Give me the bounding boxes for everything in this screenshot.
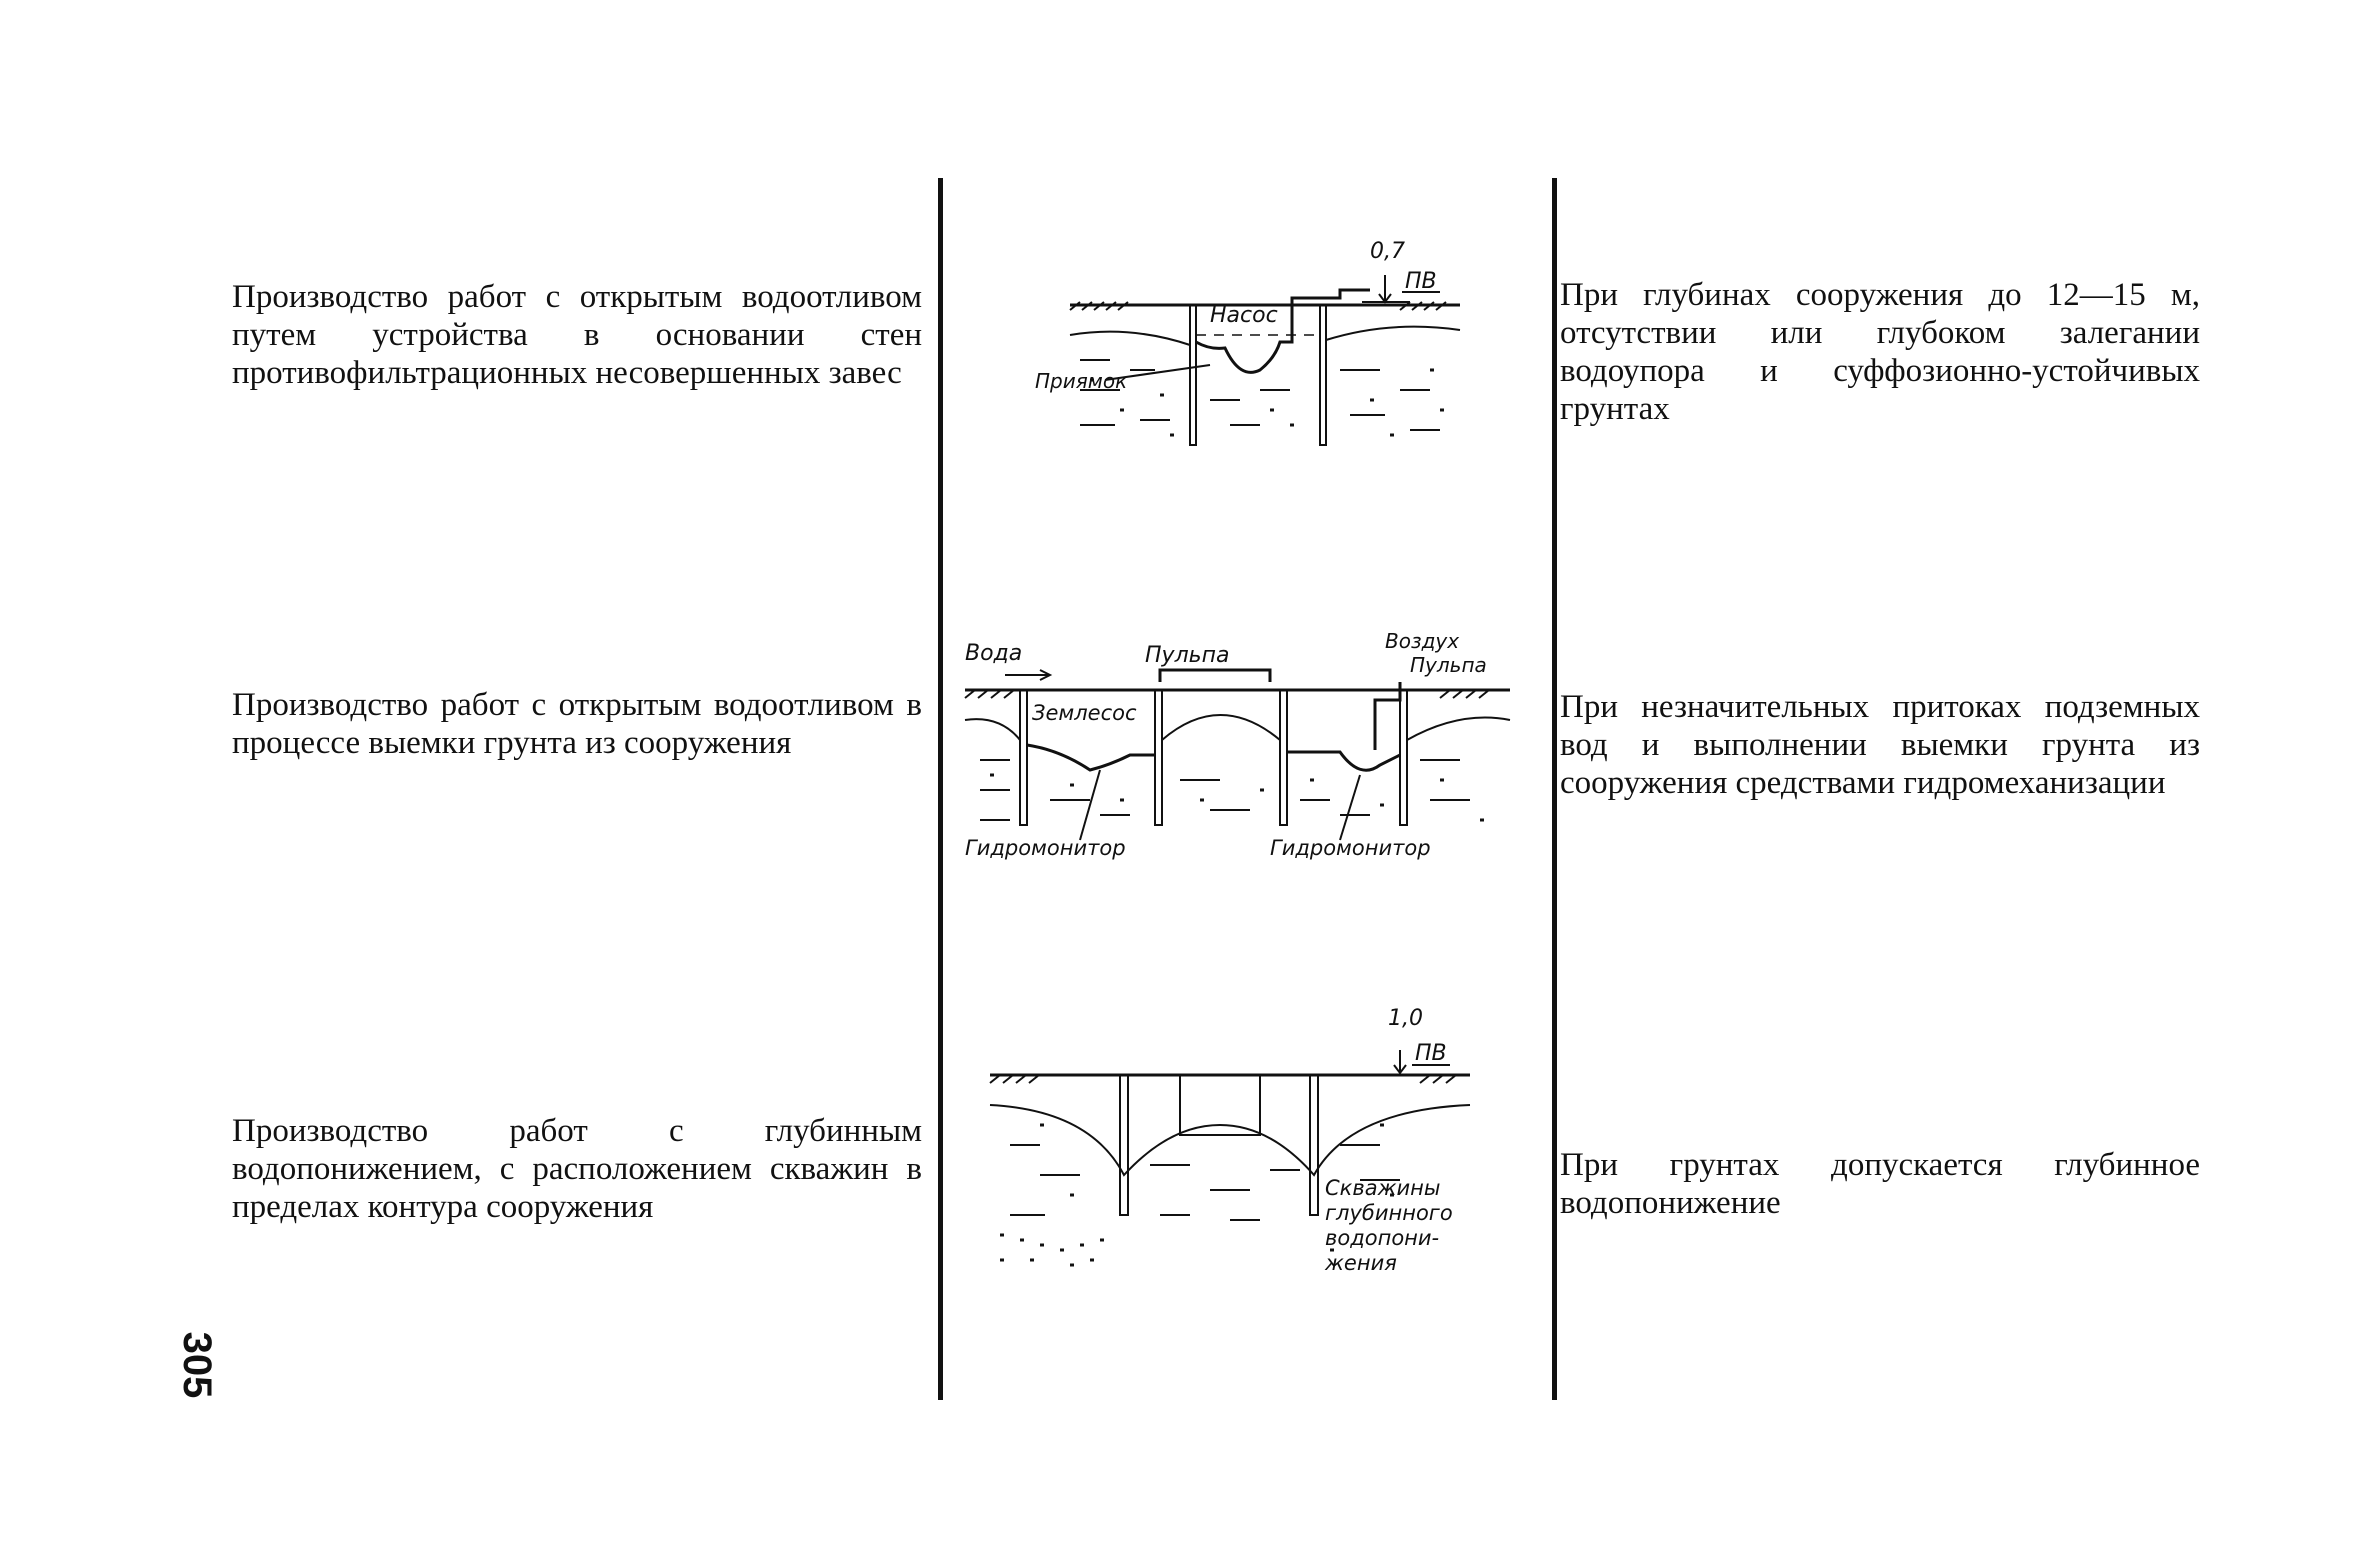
figure2-water-label: Вода — [965, 641, 1022, 666]
figure3-dim-label: 1,0 — [1388, 1006, 1423, 1031]
conditions-text-1: При глубинах сооружения до 12—15 м, отсу… — [1560, 277, 2200, 427]
method-text-2: Производство работ с открытым водоотливо… — [232, 687, 922, 761]
conditions-text-2: При незначительных притоках подземных во… — [1560, 689, 2200, 801]
figure3-wells-label-2: глубинного — [1325, 1201, 1453, 1225]
method-text-1: Производство работ с открытым водоотливо… — [232, 279, 922, 391]
figure2-monitor1-label: Гидромонитор — [965, 836, 1126, 860]
conditions-text-3: При грунтах допускается глубинное водопо… — [1560, 1147, 2200, 1221]
column-divider-right — [1552, 178, 1557, 1400]
figure2-pulp2-label: Пульпа — [1410, 653, 1487, 677]
method-text-3: Производство работ с глубинным водопониж… — [232, 1113, 922, 1225]
figure1-dim-label: 0,7 — [1370, 239, 1405, 264]
figure-hydromechanization: Вода Пульпа Воздух Пульпа Землесос Гидро… — [964, 629, 1511, 860]
figure-open-drainage-curtains: Насос Приямок 0,7 ПВ — [1035, 239, 1461, 446]
figure2-monitor2-label: Гидромонитор — [1270, 836, 1431, 860]
figure3-wells-label-4: жения — [1324, 1251, 1397, 1275]
figure2-pulp-label: Пульпа — [1145, 643, 1229, 668]
figure1-pump-label: Насос — [1210, 303, 1278, 328]
figure1-sump-label: Приямок — [1035, 369, 1127, 393]
figure3-wells-label-1: Скважины — [1325, 1176, 1440, 1200]
figure-deep-dewatering-wells: 1,0 ПВ Скважины глубинного водопони- жен… — [989, 1006, 1471, 1275]
page-number: 305 — [175, 1331, 219, 1399]
column-divider-left — [938, 178, 943, 1400]
figure3-gwl-label: ПВ — [1415, 1041, 1447, 1066]
figure2-dredge-label: Землесос — [1032, 701, 1137, 725]
figure2-air-label: Воздух — [1385, 629, 1459, 653]
figure1-gwl-label: ПВ — [1405, 269, 1437, 294]
figure3-wells-label-3: водопони- — [1325, 1226, 1439, 1250]
